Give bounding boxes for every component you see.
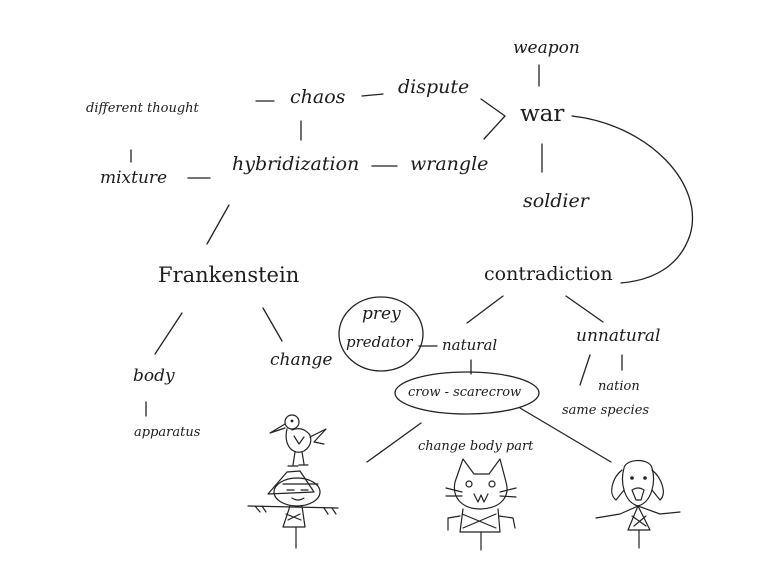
scarecrow-drawing <box>247 470 339 549</box>
node-dispute: dispute <box>398 76 470 98</box>
dog-drawing <box>595 459 681 549</box>
connector-frankenstein-body <box>154 312 183 355</box>
prey-predator-ellipse <box>338 296 424 372</box>
node-contradiction: contradiction <box>484 263 613 285</box>
node-body: body <box>133 366 175 386</box>
connector-contradiction-unnatural <box>565 295 604 323</box>
connector-chaos-dispute <box>361 93 384 97</box>
node-chaos: chaos <box>290 86 346 108</box>
node-different-thought: different thought <box>86 101 199 116</box>
crow-drawing <box>269 414 327 467</box>
connector-contradiction-natural <box>466 295 504 324</box>
connector-crow-scarecrow-right <box>519 407 612 463</box>
node-change: change <box>270 350 333 370</box>
node-crow-scarecrow: crow - scarecrow <box>408 385 522 400</box>
connector-arrow-to-war <box>480 98 506 140</box>
connector-unnatural-nation-left <box>579 354 591 386</box>
node-wrangle: wrangle <box>410 153 489 175</box>
node-hybridization: hybridization <box>232 153 360 175</box>
node-prey: prey <box>362 304 401 324</box>
connector-war-contradiction <box>571 115 694 284</box>
node-unnatural: unnatural <box>576 326 661 346</box>
node-same-species: same species <box>562 403 650 418</box>
node-mixture: mixture <box>100 168 168 188</box>
node-apparatus: apparatus <box>134 425 201 440</box>
node-soldier: soldier <box>523 190 589 212</box>
cat-drawing <box>445 458 517 551</box>
node-weapon: weapon <box>513 38 580 58</box>
node-war: war <box>520 101 565 127</box>
node-predator: predator <box>346 333 413 351</box>
node-frankenstein: Frankenstein <box>158 263 300 287</box>
connector-hybridization-frankenstein <box>206 204 230 245</box>
connector-frankenstein-change <box>262 307 283 342</box>
node-natural: natural <box>442 336 498 354</box>
connector-crow-scarecrow-left <box>366 422 422 463</box>
node-change-body-part: change body part <box>418 439 534 454</box>
node-nation: nation <box>598 379 640 394</box>
crow-scarecrow-ellipse <box>394 371 540 415</box>
